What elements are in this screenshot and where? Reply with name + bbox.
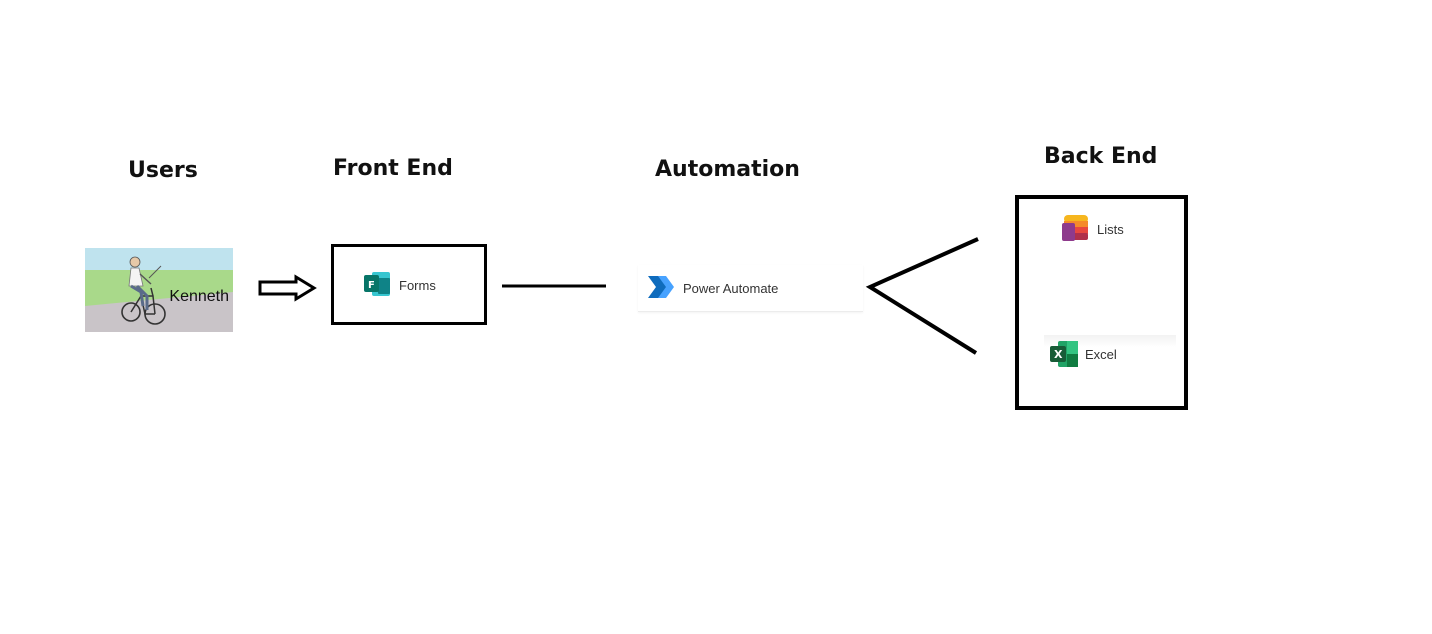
lists-label: Lists bbox=[1097, 222, 1124, 237]
lists-icon bbox=[1062, 215, 1088, 241]
user-name-label: Kenneth bbox=[169, 288, 229, 305]
power-automate-icon bbox=[648, 276, 674, 298]
svg-text:X: X bbox=[1054, 348, 1063, 361]
users-heading: Users bbox=[128, 158, 198, 183]
back-end-heading: Back End bbox=[1044, 144, 1158, 169]
power-automate-tile bbox=[638, 265, 863, 312]
excel-icon: X bbox=[1050, 341, 1078, 367]
cyclist-picture bbox=[85, 248, 233, 332]
users-to-forms-arrow bbox=[258, 274, 317, 302]
automation-to-backend-fork bbox=[865, 237, 979, 355]
forms-icon: F bbox=[364, 272, 390, 296]
forms-label: Forms bbox=[399, 278, 436, 293]
front-end-box bbox=[331, 244, 487, 325]
back-end-box bbox=[1015, 195, 1188, 410]
power-automate-label: Power Automate bbox=[683, 281, 779, 296]
user-illustration: Kenneth bbox=[85, 248, 233, 332]
automation-heading: Automation bbox=[655, 157, 800, 182]
svg-text:F: F bbox=[368, 280, 375, 291]
excel-label: Excel bbox=[1085, 347, 1117, 362]
front-end-heading: Front End bbox=[333, 156, 453, 181]
